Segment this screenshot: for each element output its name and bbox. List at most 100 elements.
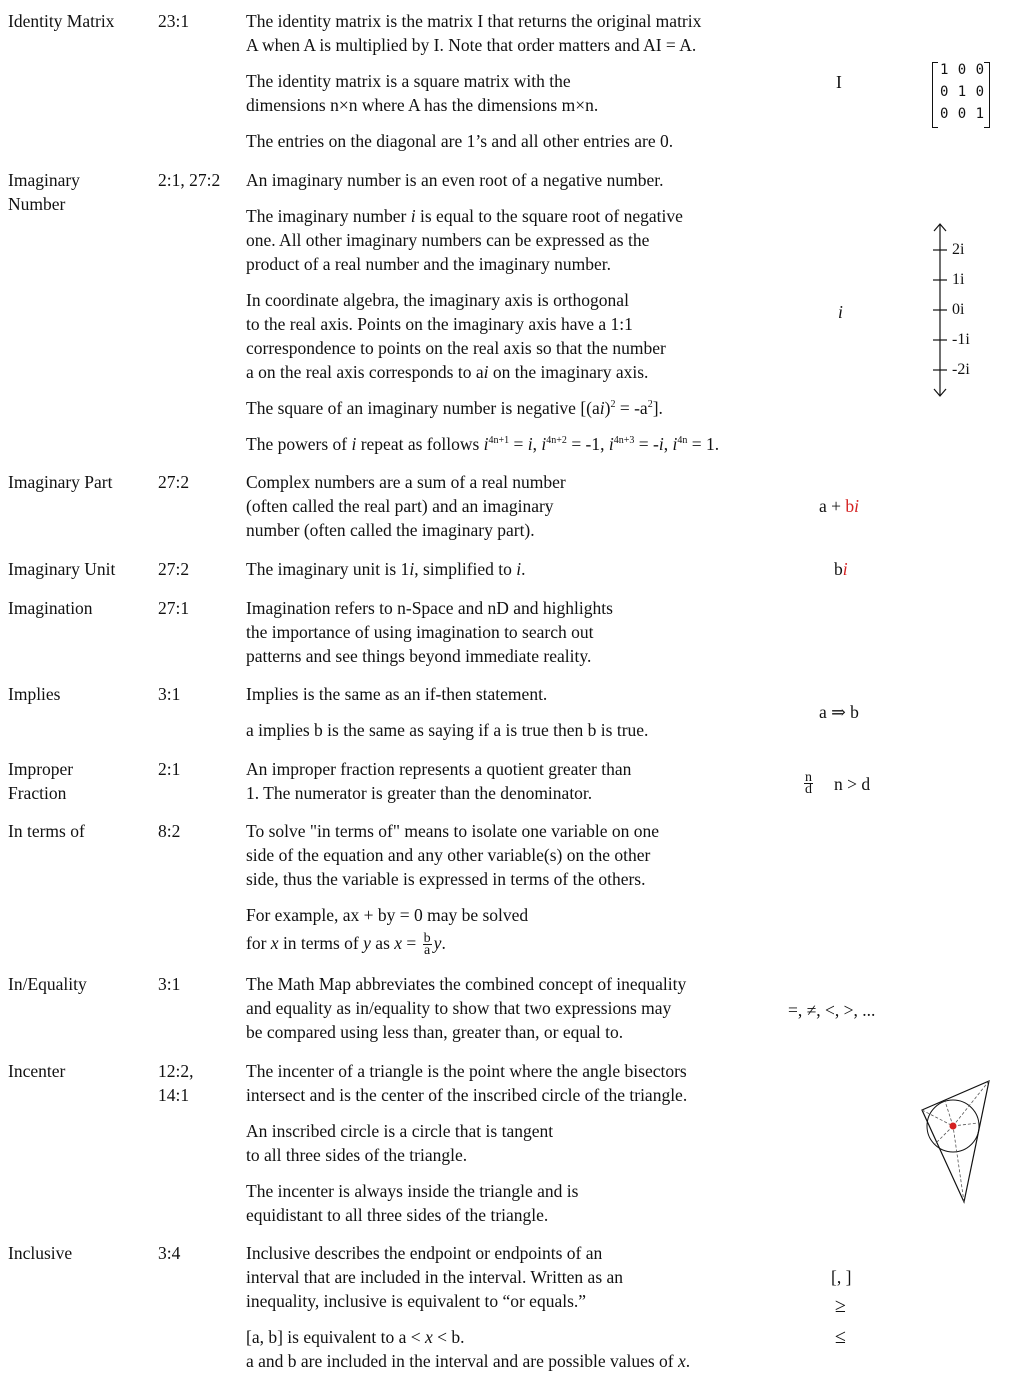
up-arrow-icon [933,223,947,232]
ref-imaginary-unit: 27:2 [158,559,190,579]
desc-line: intersect and is the center of the inscr… [246,1085,688,1105]
desc-line: To solve "in terms of" means to isolate … [246,821,660,841]
matrix-cell: 1 [957,84,967,100]
ref-imagination: 27:1 [158,598,190,618]
desc-line: The imaginary unit is 1i, simplified to … [246,559,526,579]
desc-line: For example, ax + by = 0 may be solved [246,905,529,925]
term-identity-matrix: Identity Matrix [8,11,115,31]
imaginary-unit-symbol: bi [834,559,848,579]
matrix-right-bracket [984,62,990,128]
matrix-cell: 0 [940,106,949,122]
desc-line: Inclusive describes the endpoint or endp… [246,1243,603,1263]
desc-line: 1. The numerator is greater than the den… [246,783,593,803]
desc-line: In coordinate algebra, the imaginary axi… [246,290,629,310]
desc-line: The incenter is always inside the triang… [246,1181,579,1201]
term-improper-fraction: Improper [8,759,74,779]
matrix-left-bracket [932,62,938,128]
desc-line: the importance of using imagination to s… [246,622,594,642]
ref-in-equality: 3:1 [158,974,181,994]
desc-line: and equality as in/equality to show that… [246,998,672,1018]
ref-implies: 3:1 [158,684,181,704]
axis-label: 2i [952,241,965,258]
desc-line: dimensions n×n where A has the dimension… [246,95,599,115]
desc-line: An improper fraction represents a quotie… [246,759,632,779]
matrix-cell: 0 [957,106,967,122]
desc-line: The entries on the diagonal are 1’s and … [246,131,674,151]
desc-line: a implies b is the same as saying if a i… [246,720,649,740]
desc-line: An imaginary number is an even root of a… [246,170,664,190]
desc-line: one. All other imaginary numbers can be … [246,230,650,250]
term-incenter: Incenter [8,1061,66,1081]
term-imaginary-part: Imaginary Part [8,472,113,492]
term-in-equality: In/Equality [8,974,87,994]
inscribed-circle [926,1099,980,1153]
ref-incenter-2: 14:1 [158,1085,190,1105]
radius-line [944,1100,954,1127]
greater-equal-symbol: ≥ [835,1295,846,1317]
matrix-row: 0 0 1 [940,106,984,126]
ref-improper-fraction: 2:1 [158,759,181,779]
desc-line: (often called the real part) and an imag… [246,496,554,516]
matrix-cell: 0 [940,84,949,100]
desc-line: patterns and see things beyond immediate… [246,646,592,666]
identity-matrix-figure: 1 0 0 0 1 0 0 0 1 [932,62,990,128]
triangle [921,1079,990,1204]
desc-line: equidistant to all three sides of the tr… [246,1205,549,1225]
incenter-point [949,1122,957,1130]
desc-line: a and b are included in the interval and… [246,1351,691,1371]
term-inclusive: Inclusive [8,1243,73,1263]
desc-line: inequality, inclusive is equivalent to “… [246,1291,587,1311]
term-in-terms-of: In terms of [8,821,85,841]
matrix-row: 1 0 0 [940,62,984,82]
axis-label: 1i [952,271,965,288]
axis-label: -2i [952,361,970,378]
ref-imaginary-number: 2:1, 27:2 [158,170,221,190]
desc-line: A when A is multiplied by I. Note that o… [246,35,697,55]
desc-line: The square of an imaginary number is neg… [246,398,663,418]
down-arrow-icon [933,388,947,397]
desc-line: Implies is the same as an if-then statem… [246,684,548,704]
identity-symbol: I [836,72,842,92]
implies-symbol: a ⇒ b [819,702,859,722]
angle-bisector [921,1109,954,1127]
desc-line: The incenter of a triangle is the point … [246,1061,687,1081]
desc-line: The identity matrix is the matrix I that… [246,11,702,31]
desc-line: product of a real number and the imagina… [246,254,611,274]
desc-line: number (often called the imaginary part)… [246,520,535,540]
desc-line: to all three sides of the triangle. [246,1145,468,1165]
complex-number-symbol: a + bi [819,496,860,516]
radius-line [934,1125,954,1145]
desc-line: side, thus the variable is expressed in … [246,869,646,889]
matrix-cell: 1 [940,62,949,78]
axis-label: 0i [952,301,965,318]
desc-line: The identity matrix is a square matrix w… [246,71,571,91]
term-improper-fraction-2: Fraction [8,783,67,803]
matrix-cell: 0 [975,62,984,78]
incenter-triangle-figure [921,1079,990,1204]
in-equality-symbols: =, ≠, <, >, ... [788,1000,876,1020]
term-imagination: Imagination [8,598,93,618]
matrix-cell: 0 [957,62,967,78]
axis-label: -1i [952,331,970,348]
ref-in-terms-of: 8:2 [158,821,181,841]
less-equal-symbol: ≤ [835,1326,846,1348]
desc-line: correspondence to points on the real axi… [246,338,666,358]
ref-inclusive: 3:4 [158,1243,181,1263]
desc-line: interval that are included in the interv… [246,1267,624,1287]
interval-bracket-symbol: [, ] [831,1267,852,1287]
desc-line: a on the real axis corresponds to ai on … [246,362,649,382]
desc-line: Imagination refers to n-Space and nD and… [246,598,613,618]
term-implies: Implies [8,684,61,704]
angle-bisector [952,1125,965,1203]
desc-line: be compared using less than, greater tha… [246,1022,624,1042]
imaginary-axis-figure [933,223,947,397]
ref-incenter: 12:2, [158,1061,194,1081]
term-imaginary-number-2: Number [8,194,66,214]
desc-line: Complex numbers are a sum of a real numb… [246,472,566,492]
desc-line: The imaginary number i is equal to the s… [246,206,683,226]
desc-line: [a, b] is equivalent to a < x < b. [246,1327,465,1347]
matrix-row: 0 1 0 [940,84,984,104]
desc-line: The powers of i repeat as follows i4n+1 … [246,434,720,454]
